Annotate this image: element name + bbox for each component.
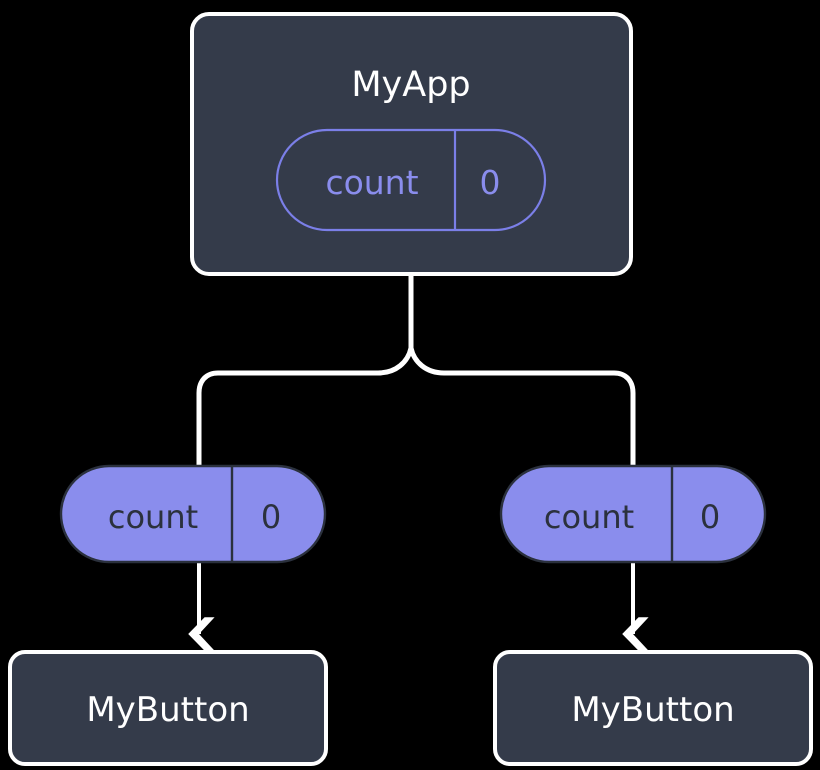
connector-branch-left (196, 347, 414, 466)
right-branch-prop-pill[interactable]: count 0 (499, 464, 767, 564)
root-component-node[interactable]: MyApp count 0 (190, 12, 633, 276)
root-state-pill-key: count (325, 163, 418, 202)
right-branch-prop-pill-key: count (544, 498, 634, 536)
left-branch-prop-pill-shape (59, 464, 327, 564)
root-state-pill-shape (275, 128, 547, 232)
root-component-label: MyApp (351, 65, 470, 105)
connector-branch-right (408, 347, 636, 466)
child-component-right-box[interactable] (493, 650, 813, 766)
child-component-left-node[interactable]: MyButton (8, 650, 328, 766)
left-branch-prop-pill[interactable]: count 0 (59, 464, 327, 564)
left-branch-prop-pill-value: 0 (261, 498, 281, 536)
child-component-right-node[interactable]: MyButton (493, 650, 813, 766)
child-component-right-label: MyButton (571, 690, 734, 730)
root-component-box[interactable] (190, 12, 633, 276)
root-state-pill-value: 0 (480, 163, 501, 202)
right-branch-prop-pill-shape (499, 464, 767, 564)
child-component-left-label: MyButton (86, 690, 249, 730)
child-component-left-box[interactable] (8, 650, 328, 766)
right-branch-prop-pill-value: 0 (700, 498, 720, 536)
root-state-pill[interactable]: count 0 (275, 128, 547, 232)
left-branch-prop-pill-key: count (108, 498, 198, 536)
